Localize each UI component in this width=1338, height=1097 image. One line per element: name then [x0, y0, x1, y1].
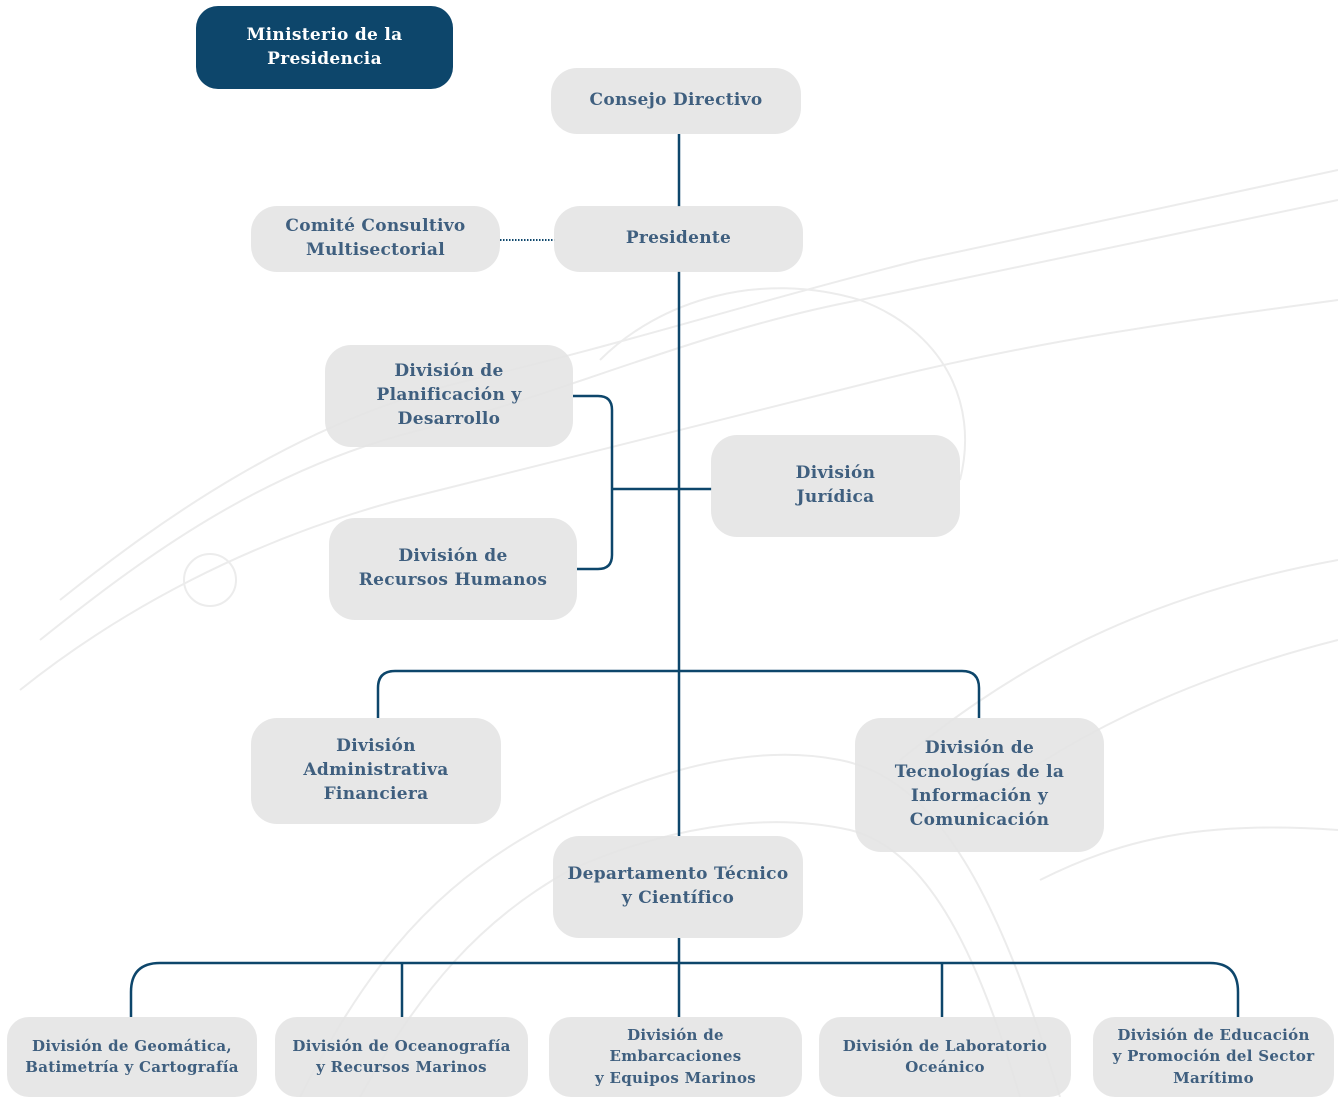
node-label: División de Oceanografía y Recursos Mari…	[292, 1036, 511, 1076]
node-label: Consejo Directivo	[589, 90, 763, 111]
node-label: División de Planificación y Desarrollo	[376, 361, 522, 429]
node-label: División de Embarcaciones y Equipos Mari…	[594, 1026, 756, 1087]
node-label: Presidente	[625, 228, 732, 249]
node-administrativa-financiera: División Administrativa Financiera	[251, 718, 501, 824]
node-departamento-tecnico: Departamento Técnico y Científico	[553, 836, 803, 938]
node-label: Ministerio de la Presidencia	[246, 24, 403, 69]
node-label: División de Laboratorio Oceánico	[842, 1036, 1048, 1076]
node-geomatica: División de Geomática, Batimetría y Cart…	[7, 1017, 257, 1097]
node-embarcaciones: División de Embarcaciones y Equipos Mari…	[549, 1017, 802, 1097]
node-label: División de Recursos Humanos	[358, 546, 548, 590]
node-label: División de Educación y Promoción del Se…	[1112, 1026, 1315, 1087]
node-label: División de Tecnologías de la Informació…	[894, 738, 1065, 830]
node-educacion: División de Educación y Promoción del Se…	[1093, 1017, 1334, 1097]
bracket-staff-divisions	[573, 394, 614, 571]
node-juridica: División Jurídica	[711, 435, 960, 537]
node-label: División Jurídica	[795, 463, 876, 507]
node-consejo-directivo: Consejo Directivo	[551, 68, 801, 134]
node-comite-consultivo: Comité Consultivo Multisectorial	[251, 206, 500, 272]
node-recursos-humanos: División de Recursos Humanos	[329, 518, 577, 620]
node-oceanografia: División de Oceanografía y Recursos Mari…	[275, 1017, 528, 1097]
node-label: División Administrativa Financiera	[303, 736, 449, 804]
node-label: Departamento Técnico y Científico	[567, 864, 789, 908]
line-support-divisions	[376, 669, 981, 718]
node-presidente: Presidente	[554, 206, 803, 272]
node-tecnologias-informacion: División de Tecnologías de la Informació…	[855, 718, 1104, 852]
node-ministerio-presidencia: Ministerio de la Presidencia	[196, 6, 453, 89]
node-label: Comité Consultivo Multisectorial	[285, 216, 466, 260]
node-label: División de Geomática, Batimetría y Cart…	[25, 1036, 239, 1076]
node-laboratorio: División de Laboratorio Oceánico	[819, 1017, 1071, 1097]
line-technical-divisions	[129, 961, 1240, 1017]
node-planificacion-desarrollo: División de Planificación y Desarrollo	[325, 345, 573, 447]
